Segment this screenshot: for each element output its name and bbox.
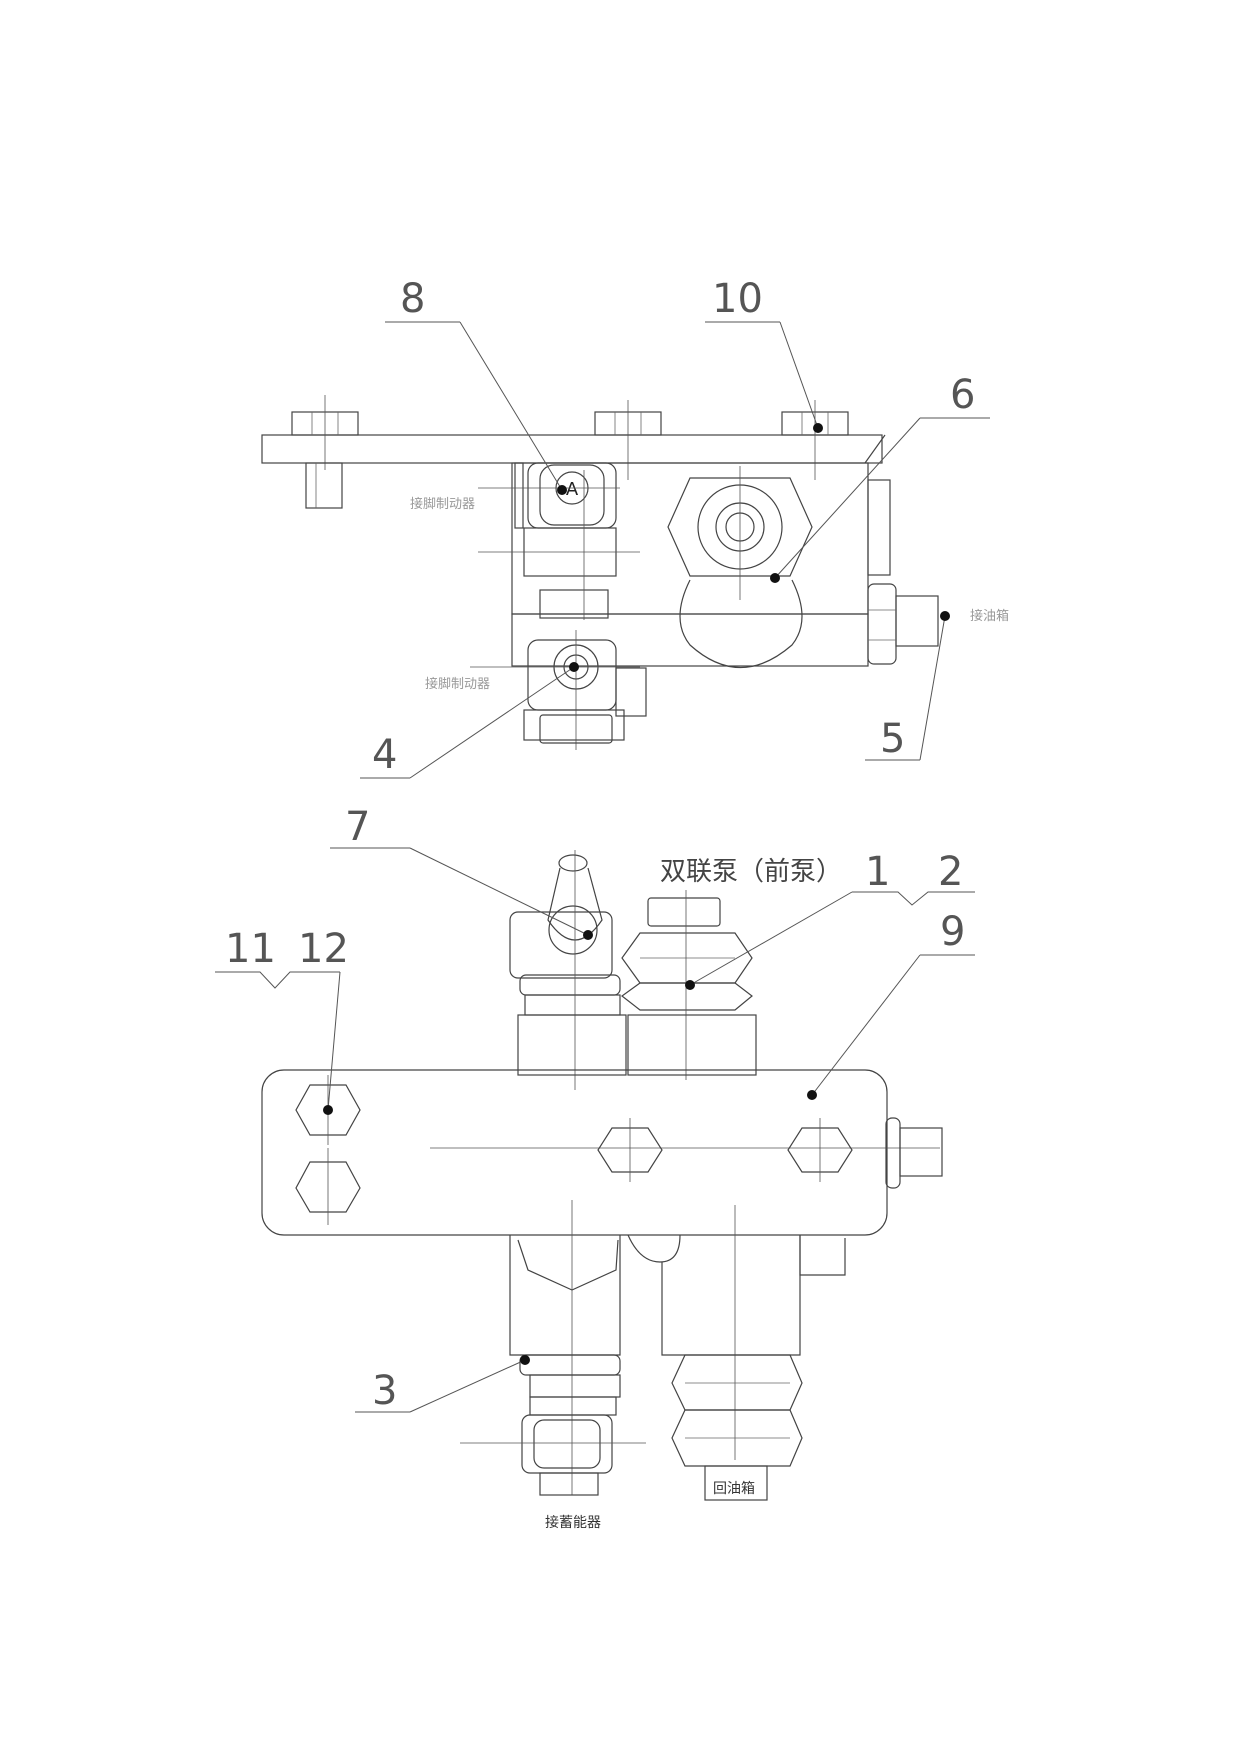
callout-3: 3 — [372, 1368, 397, 1414]
pump-body-right-upper — [627, 1014, 757, 1076]
port-a-label: A — [566, 479, 579, 500]
pump-body-left-upper — [517, 1014, 627, 1076]
top-bolt-left — [291, 395, 359, 509]
plate-bolt-3 — [597, 1118, 663, 1182]
pump-body-right-lower — [661, 1235, 801, 1356]
bleed-valve — [509, 850, 621, 1090]
callout-8: 8 — [400, 276, 425, 322]
callout-7: 7 — [345, 804, 370, 850]
accumulator-label: 接蓄能器 — [545, 1514, 601, 1531]
callout-9: 9 — [940, 909, 965, 955]
fitting-lower — [470, 630, 647, 750]
callout-2: 2 — [938, 849, 963, 895]
pump-title: 双联泵（前泵） — [660, 857, 842, 887]
callout-11: 11 — [225, 926, 276, 972]
callout-10: 10 — [712, 276, 763, 322]
plate-bolt-4 — [787, 1118, 853, 1182]
callout-1: 1 — [865, 849, 890, 895]
tank-outlet-fitting — [867, 583, 939, 665]
return-fitting — [671, 1354, 803, 1501]
brake-label-upper: 接脚制动器 — [410, 496, 475, 512]
accumulator-fitting — [460, 1354, 646, 1496]
return-tank-label: 回油箱 — [713, 1481, 755, 1497]
bottom-mounting-plate — [261, 1069, 888, 1236]
top-mounting-plate — [261, 434, 883, 464]
callout-4: 4 — [372, 732, 397, 778]
pump-body-left-lower — [509, 1235, 621, 1356]
plate-bolt-2 — [295, 1148, 361, 1225]
brake-label-lower: 接脚制动器 — [425, 676, 490, 692]
tank-label-top: 接油箱 — [970, 608, 1009, 624]
callout-5: 5 — [880, 716, 905, 762]
fitting-a: A — [478, 462, 640, 620]
top-bolt-right — [781, 400, 849, 480]
top-view: A — [261, 276, 1009, 779]
callout-12: 12 — [298, 926, 349, 972]
hex-fitting-top — [667, 466, 813, 669]
bottom-view: 双联泵（前泵） — [215, 804, 975, 1531]
callout-6: 6 — [950, 372, 975, 418]
plate-side-fitting — [885, 1117, 943, 1189]
top-bolt-middle — [594, 400, 662, 480]
